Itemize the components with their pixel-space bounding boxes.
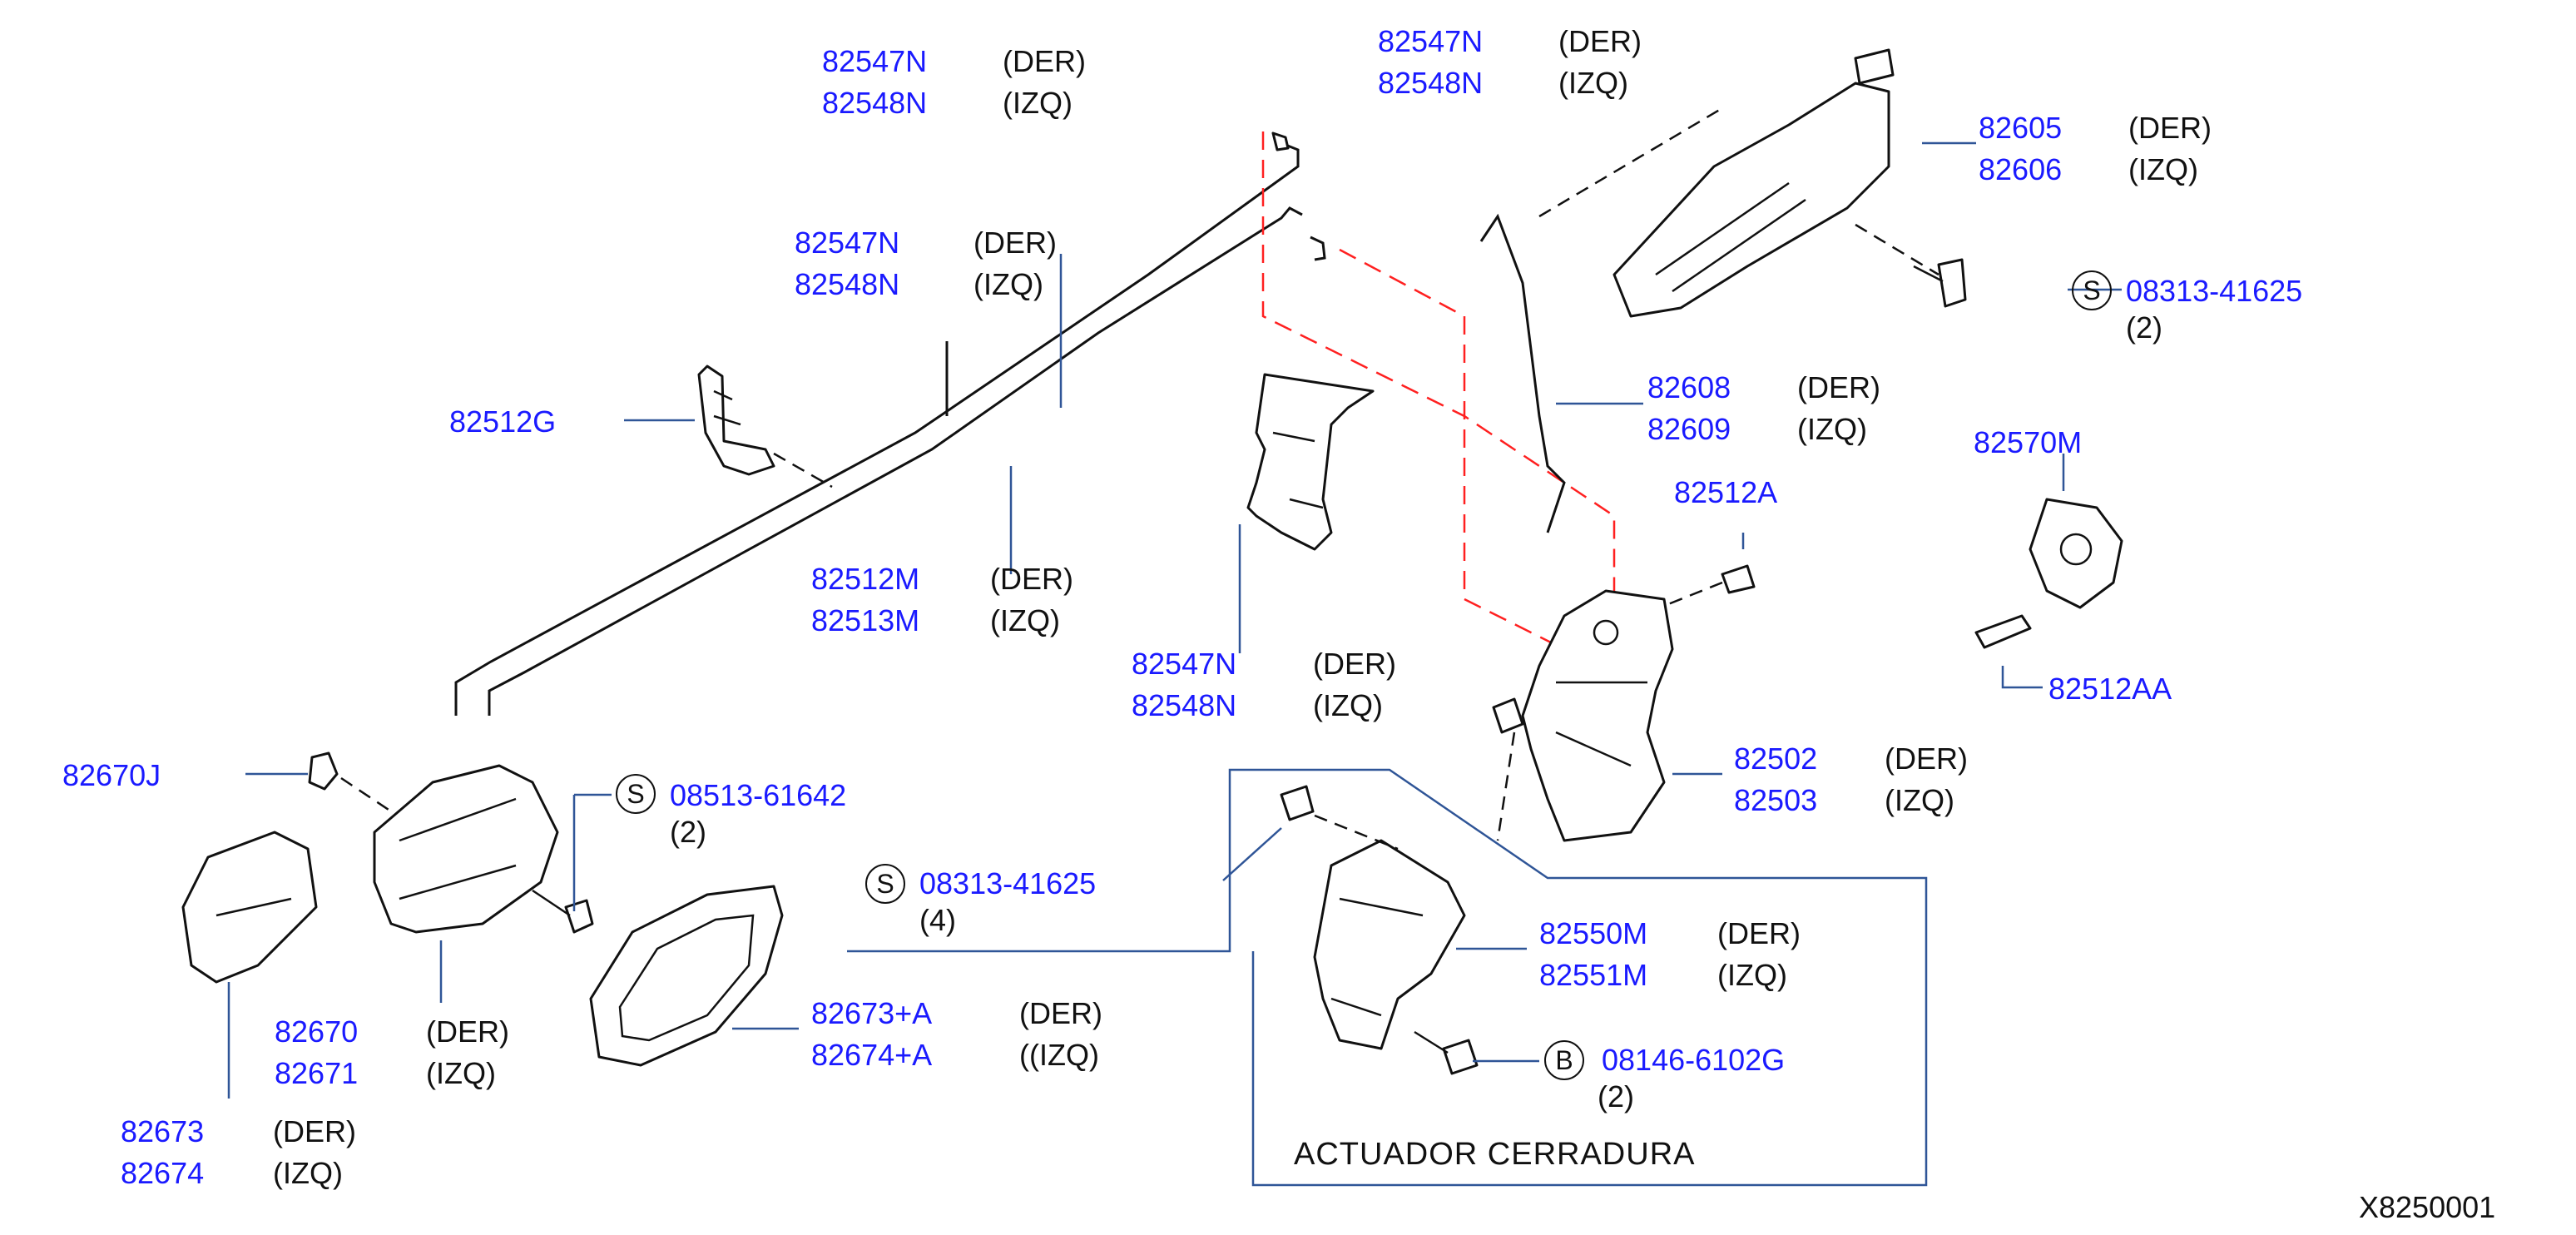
rod-mid-side-der: (DER): [973, 226, 1057, 260]
inner-handle-illustration: [373, 764, 594, 934]
screw-actuator-pn: 08313-41625: [919, 866, 1097, 900]
outer-rod-pn-izq: 82609: [1647, 412, 1731, 446]
actuator-side-der: (DER): [1717, 916, 1801, 950]
bolt-actuator-pn: 08146-6102G: [1602, 1043, 1786, 1077]
rod-top-right-pn-izq: 82548N: [1378, 66, 1484, 100]
escutcheon-side-izq: ((IZQ): [1019, 1038, 1099, 1072]
bracket-rod-side-der: (DER): [1313, 647, 1396, 681]
guard-screw-pn: 82512AA: [2048, 672, 2172, 706]
grommet-pn: 82670J: [62, 758, 161, 792]
escutcheon-side-der: (DER): [1019, 996, 1102, 1030]
cable-rod-illustration: [454, 140, 1303, 716]
rod-mid-pn-der: 82547N: [795, 226, 900, 260]
cover-side-der: (DER): [273, 1114, 356, 1148]
cable-side-der: (DER): [990, 562, 1073, 596]
cover-pn-der: 82673: [121, 1114, 205, 1148]
rod-bracket-illustration: [1246, 131, 1375, 551]
bolt-actuator-symbol: B: [1544, 1040, 1584, 1080]
cable-side-izq: (IZQ): [990, 603, 1060, 637]
lock-pn-der: 82502: [1734, 741, 1818, 776]
bracket-rod-side-izq: (IZQ): [1313, 688, 1383, 722]
screw-actuator-symbol: S: [865, 864, 905, 904]
screw-actuator-qty: (4): [919, 903, 956, 937]
outer-handle-illustration: [1538, 48, 1967, 318]
clip-g-pn: 82512G: [449, 404, 557, 439]
outer-handle-side-der: (DER): [2128, 111, 2212, 145]
rod-top-left-pn-der: 82547N: [822, 44, 928, 78]
lock-actuator-illustration: [1280, 785, 1479, 1075]
cover-pn-izq: 82674: [121, 1156, 205, 1190]
outer-rod-side-der: (DER): [1797, 370, 1880, 404]
inner-handle-pn-der: 82670: [275, 1014, 359, 1049]
outer-rod-illustration: [1479, 213, 1566, 533]
door-lock-illustration: [1492, 589, 1674, 842]
screw-outer-pn: 08313-41625: [2126, 274, 2303, 308]
bolt-actuator-qty: (2): [1598, 1079, 1634, 1113]
rod-mid-side-izq: (IZQ): [973, 267, 1043, 301]
guard-pn: 82570M: [1974, 425, 2083, 459]
outer-rod-pn-der: 82608: [1647, 370, 1731, 404]
screw-outer-qty: (2): [2126, 310, 2162, 345]
grommet-illustration: [308, 751, 392, 813]
rod-top-left-side-der: (DER): [1003, 44, 1086, 78]
screw-inner-pn: 08513-61642: [670, 778, 847, 812]
outer-rod-side-izq: (IZQ): [1797, 412, 1867, 446]
cover-side-izq: (IZQ): [273, 1156, 343, 1190]
escutcheon-pn-izq: 82674+A: [811, 1038, 933, 1072]
cable-pn-der: 82512M: [811, 562, 920, 596]
outer-handle-pn-izq: 82606: [1979, 152, 2063, 186]
inner-handle-side-izq: (IZQ): [426, 1056, 496, 1090]
rod-top-left-pn-izq: 82548N: [822, 86, 928, 120]
bracket-rod-pn-izq: 82548N: [1132, 688, 1237, 722]
rod-top-right-pn-der: 82547N: [1378, 24, 1484, 58]
inner-cover-illustration: [181, 831, 318, 984]
screw-inner-symbol: S: [616, 774, 656, 814]
group-caption: ACTUADOR CERRADURA: [1294, 1137, 1696, 1172]
diagram-code: X8250001: [2359, 1190, 2496, 1224]
rod-top-right-side-izq: (IZQ): [1558, 66, 1628, 100]
screw-inner-qty: (2): [670, 815, 706, 849]
actuator-pn-der: 82550M: [1539, 916, 1648, 950]
lock-side-der: (DER): [1885, 741, 1968, 776]
escutcheon-illustration: [589, 885, 784, 1067]
screw-outer-symbol: S: [2072, 270, 2112, 310]
actuator-side-izq: (IZQ): [1717, 958, 1787, 992]
cable-pn-izq: 82513M: [811, 603, 920, 637]
outer-handle-pn-der: 82605: [1979, 111, 2063, 145]
lock-side-izq: (IZQ): [1885, 783, 1954, 817]
clip-82512g-illustration: [697, 365, 833, 489]
inner-handle-pn-izq: 82671: [275, 1056, 359, 1090]
bracket-rod-pn-der: 82547N: [1132, 647, 1237, 681]
screw-a-pn: 82512A: [1674, 475, 1778, 509]
rod-top-right-side-der: (DER): [1558, 24, 1642, 58]
actuator-pn-izq: 82551M: [1539, 958, 1648, 992]
lock-pn-izq: 82503: [1734, 783, 1818, 817]
escutcheon-pn-der: 82673+A: [811, 996, 933, 1030]
inner-handle-side-der: (DER): [426, 1014, 509, 1049]
link-dash-lines: [1261, 131, 1616, 651]
outer-handle-side-izq: (IZQ): [2128, 152, 2198, 186]
rod-top-left-side-izq: (IZQ): [1003, 86, 1073, 120]
rod-mid-pn-izq: 82548N: [795, 267, 900, 301]
guard-82570m-illustration: [1974, 498, 2123, 649]
